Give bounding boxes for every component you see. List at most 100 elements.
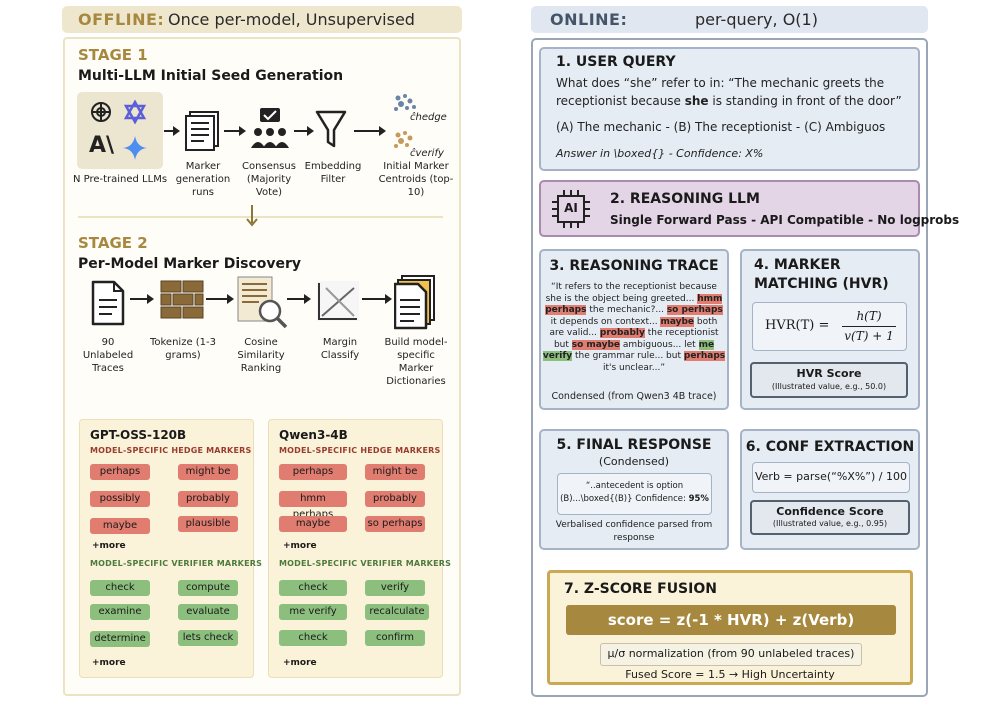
llm-logos-icon: A\ (89, 99, 147, 160)
centroid-clusters-icon (392, 93, 422, 167)
card-gpt-verify-header: MODEL-SPECIFIC VERIFIER MARKERS (90, 559, 263, 568)
ai-chip-label: AI (564, 201, 578, 215)
arrow-7 (287, 294, 311, 304)
filter-caption: Embedding Filter (304, 161, 362, 185)
hvr-formula-lhs: HVR(T) = (765, 318, 830, 333)
card-qwen-verify-header: MODEL-SPECIFIC VERIFIER MARKERS (279, 559, 452, 568)
hedge-marker: probably (178, 491, 238, 507)
normalization-text: μ/σ normalization (from 90 unlabeled tra… (607, 647, 855, 660)
stage2-label: STAGE 2 (78, 234, 148, 252)
verifier-marker: compute (178, 580, 238, 596)
verifier-marker: examine (90, 604, 150, 620)
verifier-marker: lets check (178, 630, 238, 646)
hvr-score-box (750, 362, 908, 398)
build-caption: Build model-specific Marker Dictionaries (384, 337, 448, 387)
offline-title: OFFLINE: (78, 10, 165, 29)
arrow-6 (206, 294, 234, 304)
verifier-marker: determine (90, 631, 150, 647)
card-gpt-verify-more: +more (92, 658, 126, 668)
query-line-2: receptionist because she is standing in … (556, 94, 902, 108)
consensus-people-icon (248, 106, 292, 156)
down-arrow-icon (245, 205, 259, 233)
ai-chip-icon (550, 188, 592, 234)
verifier-marker: check (279, 580, 347, 596)
confidence-score-sub: (Illustrated value, e.g., 0.95) (772, 519, 888, 528)
hedge-marker: maybe (279, 516, 347, 532)
card-gpt-title: GPT-OSS-120B (90, 428, 187, 442)
final-response-line-2: (B)...\boxed{(B)} Confidence: 95% (560, 494, 709, 504)
hvr-score-title: HVR Score (796, 367, 862, 380)
conf-formula-box (752, 462, 910, 493)
runs-caption: Marker generation runs (175, 161, 231, 198)
verifier-marker: confirm (365, 630, 425, 646)
hedge-marker: hmm perhaps (279, 491, 347, 520)
verifier-marker: recalculate (365, 604, 429, 620)
hedge-marker: perhaps (279, 464, 347, 480)
card-qwen-verify-more: +more (283, 658, 317, 668)
stage2-title: Per-Model Marker Discovery (78, 256, 302, 272)
hvr-formula-numerator: h(T) (856, 309, 882, 323)
arrow-3 (294, 126, 314, 136)
arrow-2 (224, 126, 246, 136)
svg-text:A\: A\ (89, 133, 115, 158)
centroid-verify-label: ĉverify (410, 148, 444, 159)
cosine-search-icon (237, 276, 289, 334)
final-response-heading: 5. FINAL RESPONSE (556, 437, 712, 453)
card-qwen-hedge-header: MODEL-SPECIFIC HEDGE MARKERS (279, 446, 441, 455)
confidence-score-box (750, 500, 910, 535)
verifier-marker: verify (365, 580, 425, 596)
hedge-marker: plausible (178, 516, 238, 532)
reasoning-trace-caption: Condensed (from Qwen3 4B trace) (551, 391, 717, 402)
card-gpt-hedge-header: MODEL-SPECIFIC HEDGE MARKERS (90, 446, 252, 455)
reasoning-trace-text: “It refers to the receptionist because s… (542, 282, 726, 373)
final-response-sub: (Condensed) (598, 455, 670, 468)
trace-document-icon (90, 280, 126, 330)
fused-score-text: Fused Score = 1.5 → High Uncertainty (625, 668, 835, 681)
query-options: (A) The mechanic - (B) The receptionist … (556, 120, 886, 134)
reasoning-trace-heading: 3. REASONING TRACE (549, 258, 719, 274)
filter-funnel-icon (315, 110, 347, 154)
llms-caption: N Pre-trained LLMs (72, 174, 168, 185)
hedge-marker: probably (365, 491, 425, 507)
verifier-marker: me verify (279, 604, 347, 620)
user-query-box (539, 47, 920, 171)
hedge-marker: possibly (90, 491, 150, 507)
hvr-formula-denominator: v(T) + 1 (844, 329, 894, 343)
conf-formula: Verb = parse(“%X%”) / 100 (754, 470, 907, 483)
cosine-caption: Cosine Similarity Ranking (237, 337, 285, 374)
hvr-formula-bar (842, 326, 896, 327)
verifier-marker: check (279, 630, 347, 646)
card-gpt-hedge-more: +more (92, 541, 126, 551)
confidence-score-title: Confidence Score (776, 505, 884, 518)
llm-logos-box: A\ (77, 92, 163, 169)
verifier-marker: check (90, 580, 150, 596)
arrow-4 (354, 126, 386, 136)
offline-subtitle: Once per-model, Unsupervised (168, 10, 415, 29)
consensus-caption: Consensus (Majority Vote) (242, 161, 296, 198)
query-instruction: Answer in \boxed{} - Confidence: X% (556, 147, 764, 160)
final-response-caption-2: response (613, 533, 655, 543)
final-response-line-1: “..antecedent is option (585, 481, 684, 491)
marker-heading-2: MATCHING (HVR) (754, 276, 889, 292)
conf-extraction-heading: 6. CONF EXTRACTION (745, 439, 915, 455)
reasoning-llm-box (539, 180, 920, 237)
user-query-heading: 1. USER QUERY (556, 54, 676, 70)
fusion-score-formula: score = z(-1 * HVR) + z(Verb) (566, 605, 896, 635)
card-qwen-title: Qwen3-4B (279, 428, 348, 442)
arrow-1 (164, 126, 180, 136)
online-header (531, 6, 928, 33)
hedge-marker: perhaps (90, 464, 150, 480)
query-line-1: What does “she” refer to in: “The mechan… (556, 76, 885, 90)
dictionaries-stack-icon (393, 274, 438, 334)
margin-classify-icon (316, 280, 360, 326)
traces-caption: 90 Unlabeled Traces (82, 337, 134, 374)
reasoning-llm-heading: 2. REASONING LLM (610, 191, 760, 207)
normalization-box (600, 643, 862, 666)
tokenize-bricks-icon (160, 280, 206, 324)
reasoning-llm-sub: Single Forward Pass - API Compatible - N… (610, 213, 960, 227)
arrow-8 (362, 294, 392, 304)
final-response-caption-1: Verbalised confidence parsed from (555, 520, 713, 530)
hedge-marker: so perhaps (365, 516, 425, 532)
final-response-inner (557, 473, 712, 515)
hedge-marker: might be (365, 464, 425, 480)
